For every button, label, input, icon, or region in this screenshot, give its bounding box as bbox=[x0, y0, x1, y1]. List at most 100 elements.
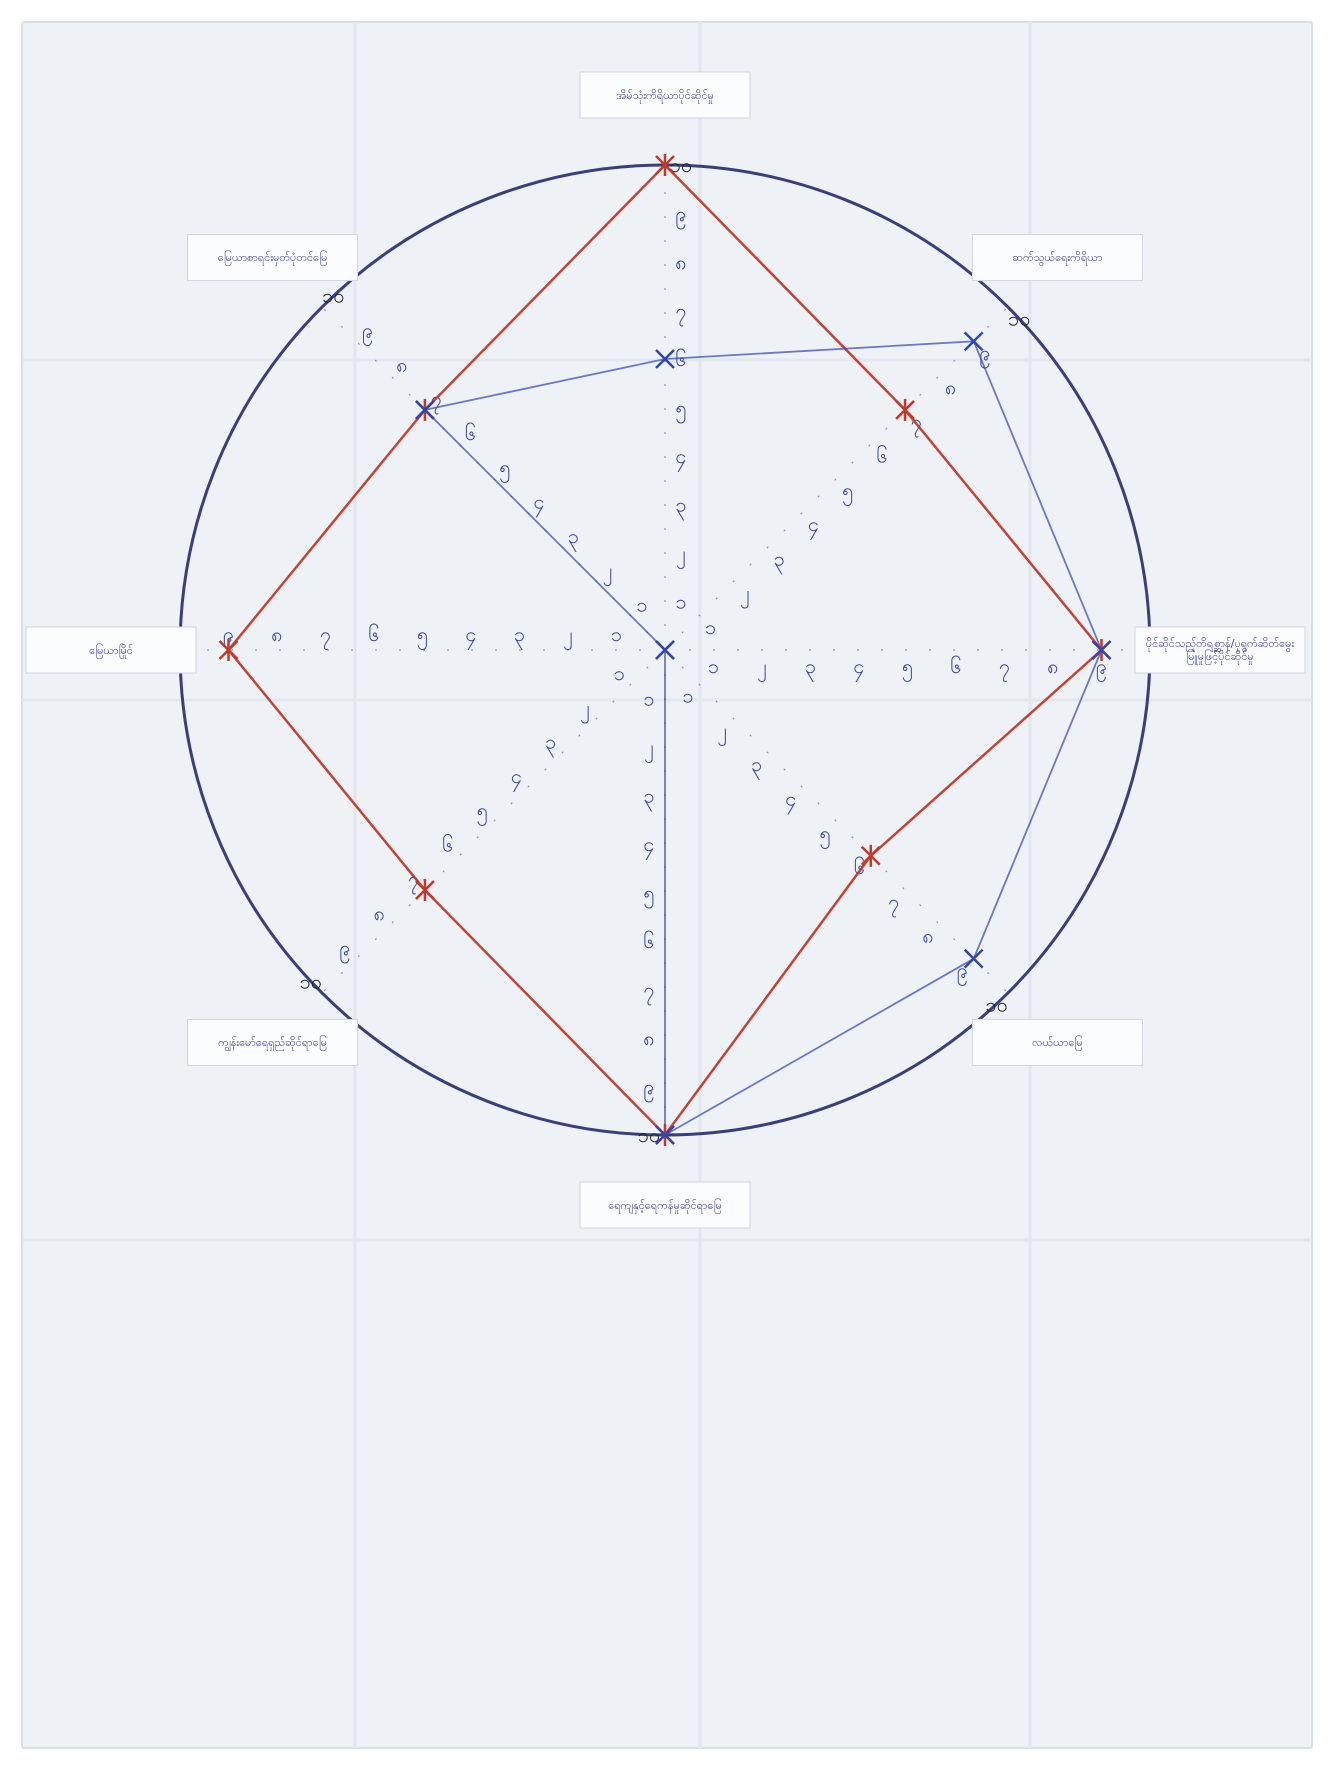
axis-label: လယ်ယာမြေ bbox=[1032, 1035, 1083, 1049]
tick-label: ၉ bbox=[643, 1075, 654, 1103]
tick-label: ၅ bbox=[499, 455, 510, 483]
series-blue-point bbox=[1091, 640, 1112, 660]
paper-sheet bbox=[21, 21, 1313, 1749]
tick-labels: ၁၂၃၄၅၆၇၈၉၁၀၁၂၃၄၅၆၇၈၉၁၀၁၂၃၄၅၆၇၈၉၁၀၁၂၃၄၅၆၇… bbox=[169, 153, 1162, 1147]
tick-label: ၂ bbox=[580, 695, 590, 723]
tick-label: ၆ bbox=[876, 444, 887, 468]
axis-label-card: ကျွန်းမော်ရေရှည်ဆိုင်ရာမြေ bbox=[187, 1018, 359, 1066]
series-blue-point bbox=[655, 349, 675, 369]
series-points bbox=[218, 154, 1112, 1146]
tick-label: ၂ bbox=[740, 581, 750, 609]
series-blue-point bbox=[655, 1125, 675, 1145]
tick-label: ၃ bbox=[643, 784, 654, 812]
axis-label-card: ဆက်သွယ်ရေးကိရိယာ bbox=[971, 234, 1143, 282]
series-red-point bbox=[415, 879, 435, 902]
tick-label: ၁ bbox=[682, 684, 693, 708]
tick-label: ၃ bbox=[774, 546, 785, 574]
tick-label: ၁၀ bbox=[670, 153, 693, 177]
tick-label: ၄ bbox=[465, 622, 476, 650]
tick-label: ၁၀ bbox=[638, 1123, 661, 1147]
axis-label-card: အိမ်သုံးကိရိယာပိုင်ဆိုင်မှု bbox=[579, 71, 751, 119]
tick-label: ၂ bbox=[717, 718, 727, 746]
tick-label: ၂ bbox=[644, 735, 654, 763]
tick-label: ၃ bbox=[545, 730, 556, 758]
tick-label: ၃ bbox=[514, 622, 525, 650]
tick-label: ၁ bbox=[611, 622, 622, 646]
tick-label: ၇ bbox=[431, 387, 442, 415]
tick-label: ၉ bbox=[1096, 654, 1107, 682]
tick-label: ၄ bbox=[785, 786, 796, 814]
fold-lines bbox=[22, 22, 1312, 1748]
tick-label: ၇ bbox=[675, 299, 686, 327]
tick-label: ၉ bbox=[979, 341, 990, 369]
tick-label: ၃ bbox=[805, 654, 816, 682]
series-blue-point bbox=[963, 331, 984, 352]
tick-label: ၈ bbox=[271, 622, 282, 646]
series-red-point bbox=[860, 844, 881, 867]
tick-label: ၉ bbox=[223, 622, 234, 650]
axis-label-card: မြေယာမြိုင် bbox=[25, 626, 197, 674]
axis-label: ရေကျနှင့်ရေကန်မှုဆိုင်ရာမြေ bbox=[608, 1198, 722, 1212]
tick-label: ၄ bbox=[808, 512, 819, 540]
tick-label: ၈ bbox=[922, 924, 933, 948]
tick-label: ၉ bbox=[362, 318, 373, 346]
axis-label-card: ရေကျနှင့်ရေကန်မှုဆိုင်ရာမြေ bbox=[579, 1181, 751, 1229]
tick-label: ၇ bbox=[888, 889, 899, 917]
tick-label: ၅ bbox=[417, 622, 428, 650]
tick-label: ၁၀ bbox=[299, 970, 322, 994]
axis-label: ကျွန်းမော်ရေရှည်ဆိုင်ရာမြေ bbox=[218, 1035, 327, 1049]
tick-label: ၆ bbox=[675, 347, 686, 371]
tick-label: ၅ bbox=[477, 798, 488, 826]
tick-label: ၉ bbox=[957, 958, 968, 986]
tick-label: ၄ bbox=[511, 764, 522, 792]
tick-label: ၄ bbox=[853, 654, 864, 682]
tick-label: ၁ bbox=[708, 654, 719, 678]
tick-label: ၁ bbox=[675, 590, 686, 614]
axis-label-card: လယ်ယာမြေ bbox=[971, 1018, 1143, 1066]
tick-label: ၄ bbox=[534, 490, 545, 518]
tick-label: ၃ bbox=[675, 493, 686, 521]
tick-label: ၅ bbox=[820, 821, 831, 849]
tick-label: ၁၀ bbox=[322, 284, 345, 308]
series-blue-point bbox=[415, 400, 435, 420]
tick-label: ၂ bbox=[603, 558, 613, 586]
tick-label: ၇ bbox=[320, 622, 331, 650]
tick-label: ၁ bbox=[643, 687, 654, 711]
tick-label: ၂ bbox=[757, 654, 767, 682]
series-red-point bbox=[895, 398, 915, 421]
tick-label: ၉ bbox=[675, 202, 686, 230]
series-blue-point bbox=[655, 640, 675, 660]
tick-label: ၈ bbox=[374, 901, 385, 925]
axis-label: ဆက်သွယ်ရေးကိရိယာ bbox=[1012, 251, 1103, 265]
tick-label: ၂ bbox=[563, 622, 573, 650]
tick-label: ၇ bbox=[643, 978, 654, 1006]
tick-label: ၅ bbox=[675, 396, 686, 424]
series-blue-point bbox=[963, 948, 984, 969]
tick-label: ၆ bbox=[368, 622, 379, 646]
tick-label: ၅ bbox=[643, 881, 654, 909]
tick-label: ၄ bbox=[675, 444, 686, 472]
series-blue-polygon bbox=[423, 340, 1103, 1137]
tick-label: ၅ bbox=[842, 478, 853, 506]
axis-label: အိမ်သုံးကိရိယာပိုင်ဆိုင်မှု bbox=[616, 88, 714, 102]
tick-label: ၁ bbox=[636, 592, 647, 616]
tick-label: ၆ bbox=[643, 929, 654, 953]
tick-label: ၆ bbox=[465, 421, 476, 445]
tick-label: ၈ bbox=[945, 375, 956, 399]
series-red-point bbox=[655, 154, 675, 176]
tick-label: ၇ bbox=[408, 867, 419, 895]
tick-label: ၆ bbox=[442, 832, 453, 856]
tick-label: ၄ bbox=[643, 832, 654, 860]
axis-label-card: မြေယာစာရင်းမှတ်ပုံတင်မြေ bbox=[187, 234, 359, 282]
tick-label: ၈ bbox=[1047, 654, 1058, 678]
axis-label: မြေယာစာရင်းမှတ်ပုံတင်မြေ bbox=[217, 251, 328, 265]
tick-label: ၁၀ bbox=[985, 992, 1008, 1016]
tick-label: ၁ bbox=[614, 661, 625, 685]
tick-label: ၃ bbox=[568, 524, 579, 552]
tick-label: ၈ bbox=[396, 352, 407, 376]
tick-label: ၁၀ bbox=[1008, 306, 1031, 330]
tick-label: ၇ bbox=[999, 654, 1010, 682]
tick-label: ၃ bbox=[751, 752, 762, 780]
